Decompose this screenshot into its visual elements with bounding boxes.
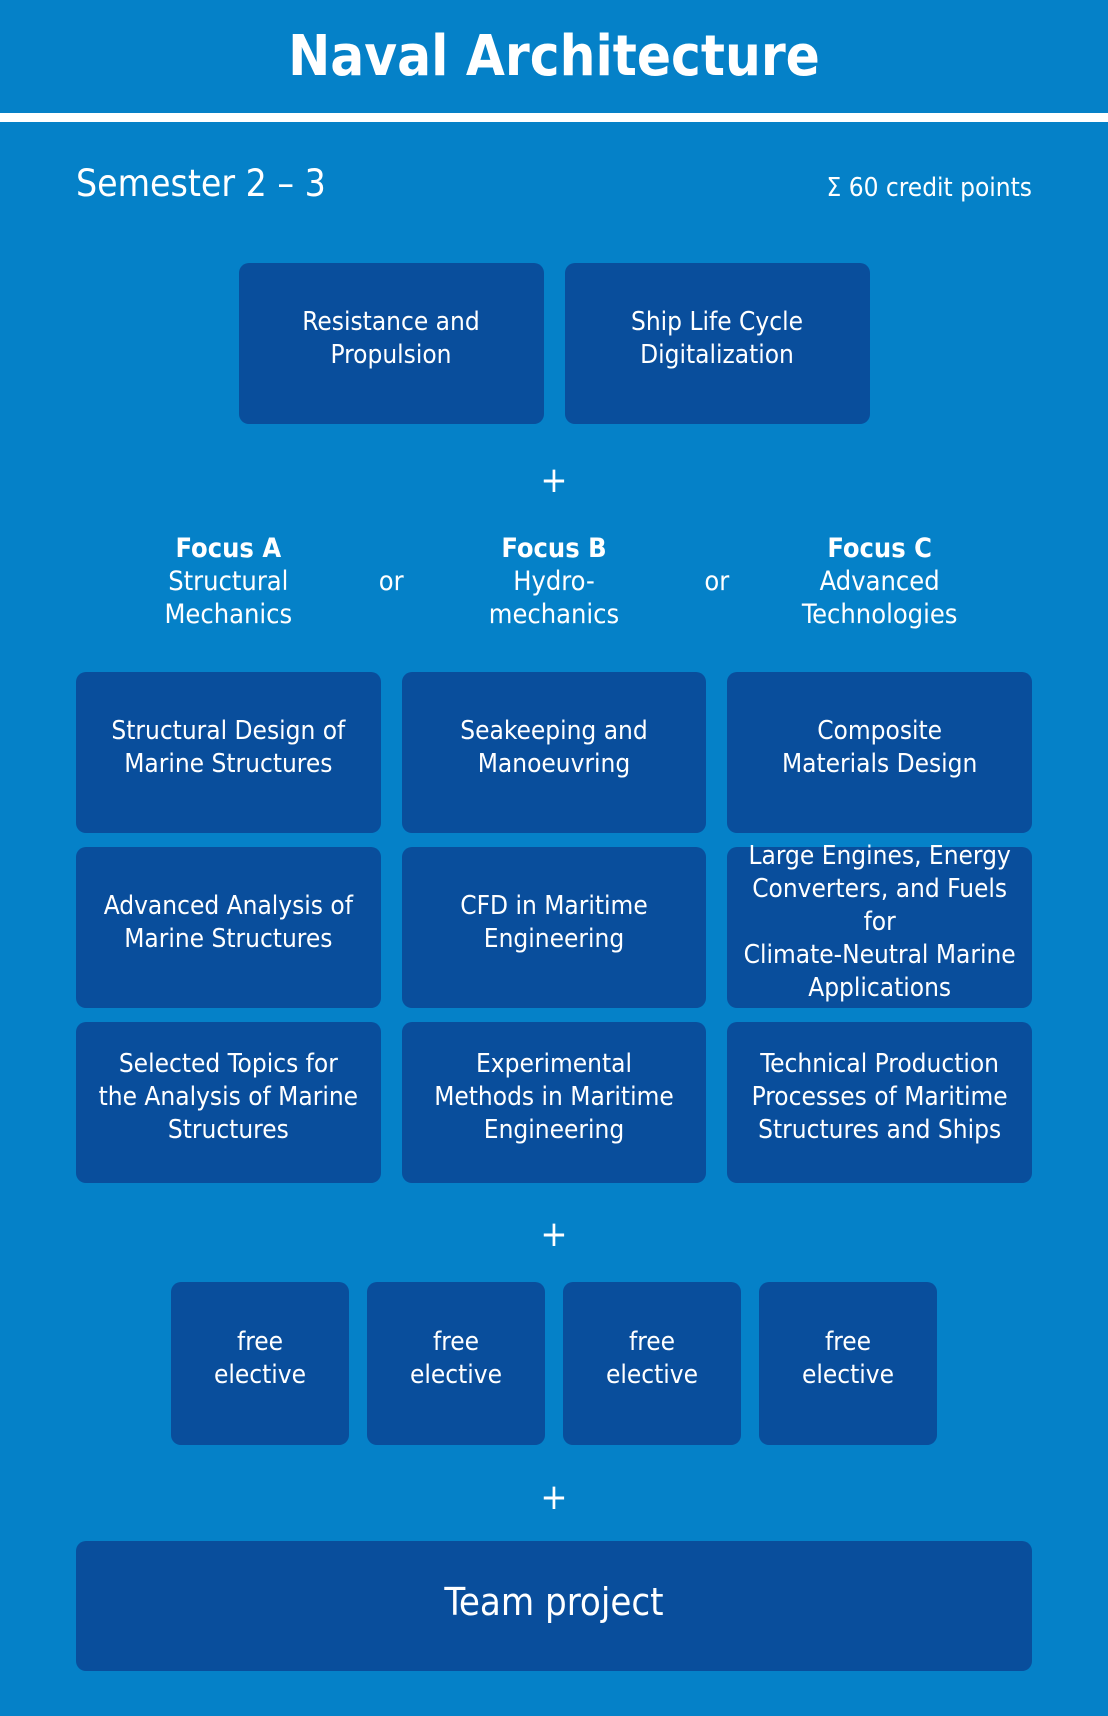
module-label: Seakeeping and Manoeuvring [460, 715, 648, 779]
module-box-large-engines: Large Engines, Energy Converters, and Fu… [727, 841, 1032, 1008]
module-label: Resistance and Propulsion [302, 306, 480, 370]
focus-a-name: Focus A [175, 533, 282, 564]
core-modules-row: Resistance and Propulsion Ship Life Cycl… [76, 263, 1032, 424]
content-area: Semester 2 – 3 Σ 60 credit points Resist… [0, 122, 1108, 1716]
focus-b-subtitle: Hydro- mechanics [488, 566, 620, 630]
focus-headers-row: Focus A Structural Mechanics or Focus B … [76, 532, 1032, 631]
module-box-ship-life-cycle: Ship Life Cycle Digitalization [564, 263, 870, 424]
focus-b-header: Focus B Hydro- mechanics [402, 532, 707, 631]
focus-a-header: Focus A Structural Mechanics [76, 532, 381, 631]
module-label: Advanced Analysis of Marine Structures [103, 890, 353, 954]
team-project-box: Team project [76, 1541, 1032, 1671]
elective-label: free elective [605, 1326, 699, 1390]
page-title: Naval Architecture [288, 24, 820, 89]
elective-label: free elective [213, 1326, 307, 1390]
plus-divider: + [540, 1476, 568, 1518]
module-box-cfd: CFD in Maritime Engineering [401, 847, 707, 1008]
module-label: Selected Topics for the Analysis of Mari… [98, 1049, 359, 1145]
module-label: Ship Life Cycle Digitalization [631, 306, 803, 370]
module-label: Composite Materials Design [781, 715, 978, 779]
semester-row: Semester 2 – 3 Σ 60 credit points [76, 162, 1032, 205]
semester-heading: Semester 2 – 3 [76, 162, 326, 205]
module-box-technical-production: Technical Production Processes of Mariti… [727, 1022, 1032, 1183]
module-box-experimental-methods: Experimental Methods in Maritime Enginee… [401, 1022, 707, 1183]
focus-c-subtitle: Advanced Technologies [801, 566, 958, 630]
focus-c-header: Focus C Advanced Technologies [727, 532, 1032, 631]
module-label: CFD in Maritime Engineering [460, 890, 648, 954]
free-elective-box: free elective [759, 1282, 937, 1445]
electives-row: free elective free elective free electiv… [76, 1282, 1032, 1445]
module-box-seakeeping: Seakeeping and Manoeuvring [401, 672, 707, 833]
credit-points-label: Σ 60 credit points [826, 173, 1032, 203]
module-label: Structural Design of Marine Structures [111, 715, 346, 779]
or-label: or [378, 566, 404, 597]
team-project-label: Team project [444, 1580, 664, 1624]
plus-divider: + [540, 1213, 568, 1255]
header-divider-line [0, 113, 1108, 122]
module-box-selected-topics: Selected Topics for the Analysis of Mari… [76, 1022, 381, 1183]
module-label: Technical Production Processes of Mariti… [751, 1049, 1008, 1145]
plus-divider: + [540, 459, 568, 501]
or-label: or [704, 566, 730, 597]
module-box-composite-materials: Composite Materials Design [727, 672, 1032, 833]
module-box-advanced-analysis: Advanced Analysis of Marine Structures [76, 847, 381, 1008]
free-elective-box: free elective [367, 1282, 545, 1445]
elective-label: free elective [409, 1326, 503, 1390]
module-box-structural-design: Structural Design of Marine Structures [76, 672, 381, 833]
module-label: Large Engines, Energy Converters, and Fu… [743, 841, 1016, 1003]
module-label: Experimental Methods in Maritime Enginee… [434, 1049, 674, 1145]
page-header: Naval Architecture [0, 0, 1108, 113]
free-elective-box: free elective [563, 1282, 741, 1445]
focus-b-name: Focus B [501, 533, 607, 564]
focus-modules-grid: Structural Design of Marine Structures S… [76, 672, 1032, 1183]
module-box-resistance-propulsion: Resistance and Propulsion [238, 263, 544, 424]
elective-label: free elective [801, 1326, 895, 1390]
focus-c-name: Focus C [827, 533, 932, 564]
focus-a-subtitle: Structural Mechanics [164, 566, 293, 630]
free-elective-box: free elective [171, 1282, 349, 1445]
